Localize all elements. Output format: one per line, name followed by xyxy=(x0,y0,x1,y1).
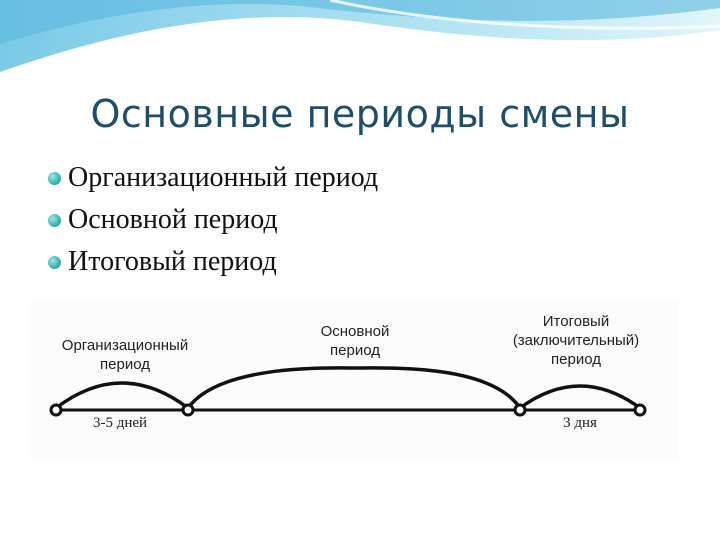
bullet-item: Итоговый период xyxy=(48,244,378,286)
duration-final: 3 дня xyxy=(563,415,597,431)
bullet-item: Организационный период xyxy=(48,160,378,202)
label-organizational-line2: период xyxy=(100,356,150,373)
bullet-list: Организационный период Основной период И… xyxy=(48,160,378,286)
bullet-dot-icon xyxy=(48,172,61,185)
bullet-text: Итоговый период xyxy=(68,246,277,277)
bullet-item: Основной период xyxy=(48,202,378,244)
label-final-line1: (заключительный) xyxy=(512,332,640,349)
node-org-end xyxy=(181,403,195,417)
label-final-line0: Итоговый xyxy=(542,313,610,330)
bullet-dot-icon xyxy=(48,214,61,227)
bullet-text: Организационный период xyxy=(68,162,379,193)
label-main: Основной период xyxy=(300,322,410,360)
node-main-end xyxy=(513,403,527,417)
label-final-line2: период xyxy=(551,351,601,368)
label-final: Итоговый (заключительный) период xyxy=(496,312,656,369)
label-main-line1: Основной xyxy=(320,323,390,340)
decorative-top-wave xyxy=(0,0,720,72)
arc-final xyxy=(518,384,642,410)
page-title: Основные периоды смены xyxy=(90,92,630,136)
label-main-line2: период xyxy=(330,342,380,359)
label-organizational-line1: Организационный xyxy=(61,337,189,354)
bullet-text: Основной период xyxy=(68,204,278,235)
timeline-svg xyxy=(49,366,647,417)
node-start xyxy=(49,403,63,417)
duration-organizational: 3-5 дней xyxy=(92,415,148,431)
node-end xyxy=(633,403,647,417)
arc-main xyxy=(186,366,522,410)
bullet-dot-icon xyxy=(48,256,61,269)
timeline-diagram: Организационный период Основной период И… xyxy=(30,300,678,460)
label-organizational: Организационный период xyxy=(50,336,200,374)
arc-organizational xyxy=(54,381,190,410)
